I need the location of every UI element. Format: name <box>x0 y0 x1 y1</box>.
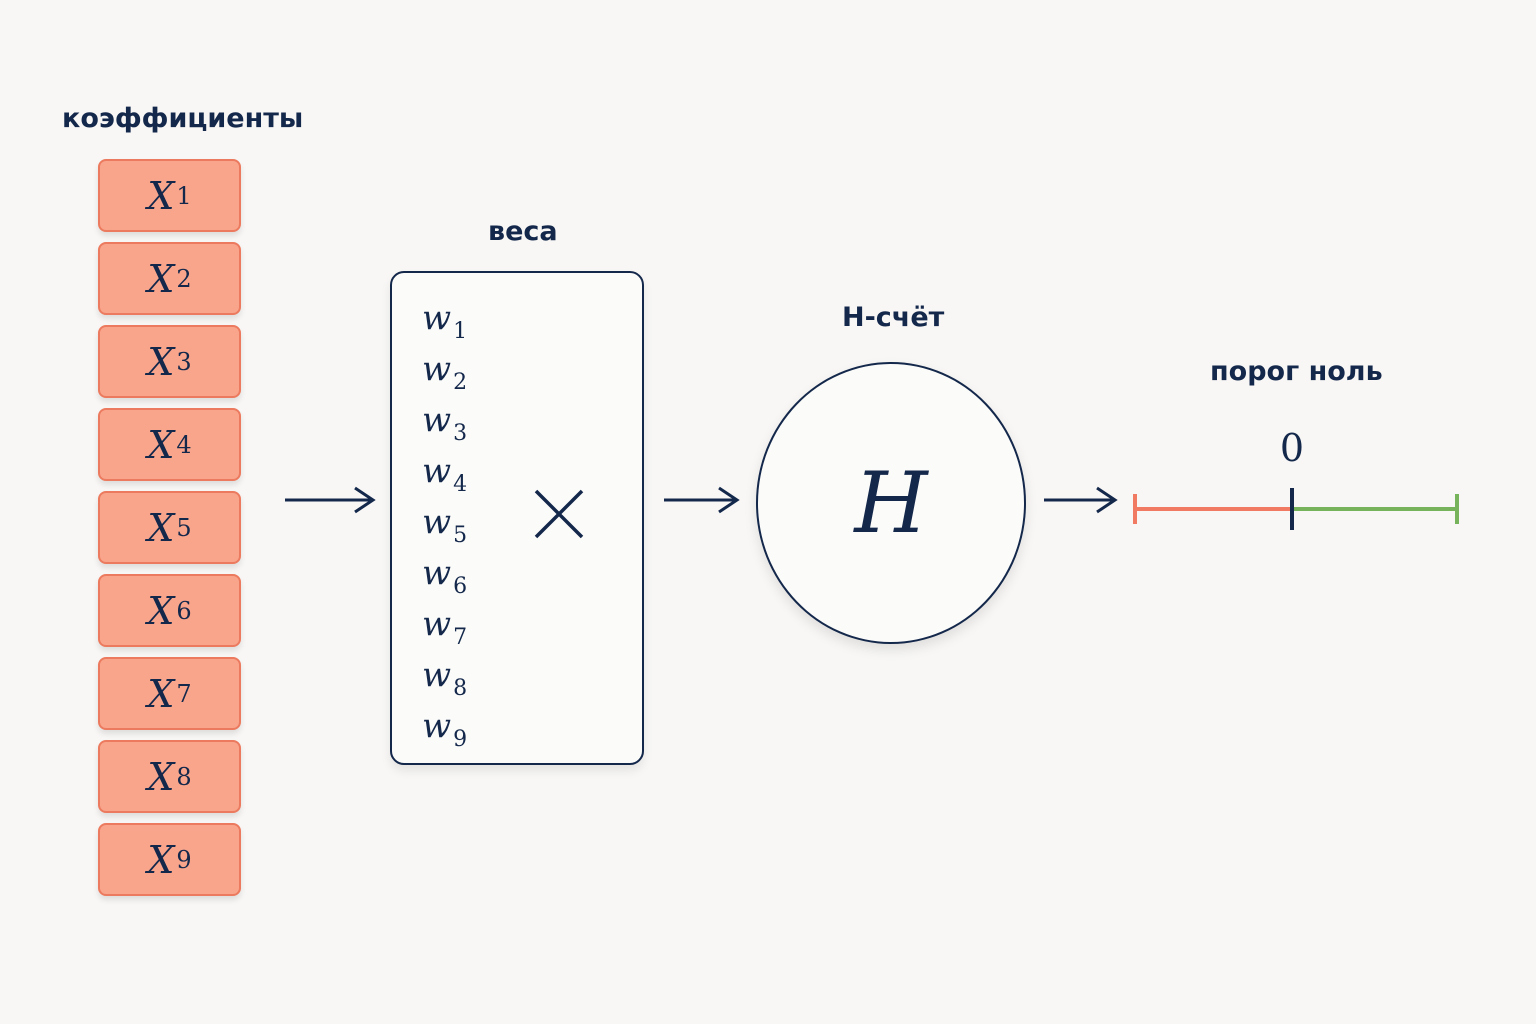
weight-index: 9 <box>453 727 468 752</box>
weight-item: w3 <box>422 395 467 446</box>
weight-index: 8 <box>453 676 468 701</box>
coefficient-index: 7 <box>176 679 192 708</box>
weight-item: w9 <box>422 701 467 752</box>
weight-item: w1 <box>422 293 467 344</box>
coefficient-symbol: X <box>147 339 175 384</box>
weight-symbol: w <box>422 298 452 338</box>
h-score-node: H <box>756 362 1026 644</box>
coefficient-symbol: X <box>147 505 175 550</box>
weight-item: w7 <box>422 599 467 650</box>
weight-index: 6 <box>453 574 468 599</box>
weight-item: w6 <box>422 548 467 599</box>
coefficient-symbol: X <box>147 837 175 882</box>
weight-index: 5 <box>453 523 468 548</box>
coefficient-index: 1 <box>176 181 192 210</box>
coefficient-symbol: X <box>147 256 175 301</box>
coefficient-index: 3 <box>176 347 192 376</box>
coefficient-symbol: X <box>147 173 175 218</box>
coefficient-index: 4 <box>176 430 192 459</box>
weight-symbol: w <box>422 553 452 593</box>
coefficient-index: 6 <box>176 596 192 625</box>
weight-symbol: w <box>422 400 452 440</box>
arrow-to-weights-icon <box>285 486 376 514</box>
weight-index: 2 <box>453 370 468 395</box>
coefficient-index: 9 <box>176 845 192 874</box>
weights-label: веса <box>488 216 558 247</box>
weight-index: 1 <box>453 319 468 344</box>
weight-symbol: w <box>422 451 452 491</box>
weight-symbol: w <box>422 502 452 542</box>
weight-symbol: w <box>422 706 452 746</box>
arrow-to-h-score-icon <box>664 486 740 514</box>
weight-item: w8 <box>422 650 467 701</box>
coefficient-symbol: X <box>147 588 175 633</box>
zero-tick-label: 0 <box>1279 426 1305 470</box>
weight-symbol: w <box>422 604 452 644</box>
weight-item: w5 <box>422 497 467 548</box>
coefficient-symbol: X <box>147 754 175 799</box>
weight-index: 7 <box>453 625 468 650</box>
threshold-label: порог ноль <box>1210 356 1383 387</box>
weight-symbol: w <box>422 655 452 695</box>
weight-item: w4 <box>422 446 467 497</box>
coefficient-symbol: X <box>147 422 175 467</box>
threshold-number-line <box>1133 488 1459 530</box>
h-symbol: H <box>854 454 928 552</box>
arrow-to-threshold-icon <box>1044 486 1118 514</box>
coefficient-index: 8 <box>176 762 192 791</box>
coefficient-symbol: X <box>147 671 175 716</box>
coefficient-index: 2 <box>176 264 192 293</box>
weight-item: w2 <box>422 344 467 395</box>
multiply-icon <box>534 489 584 539</box>
weight-index: 3 <box>453 421 468 446</box>
coefficient-index: 5 <box>176 513 192 542</box>
weight-symbol: w <box>422 349 452 389</box>
weight-index: 4 <box>453 472 468 497</box>
coefficients-label: коэффициенты <box>62 103 304 134</box>
h-score-label: H-счёт <box>842 302 945 333</box>
